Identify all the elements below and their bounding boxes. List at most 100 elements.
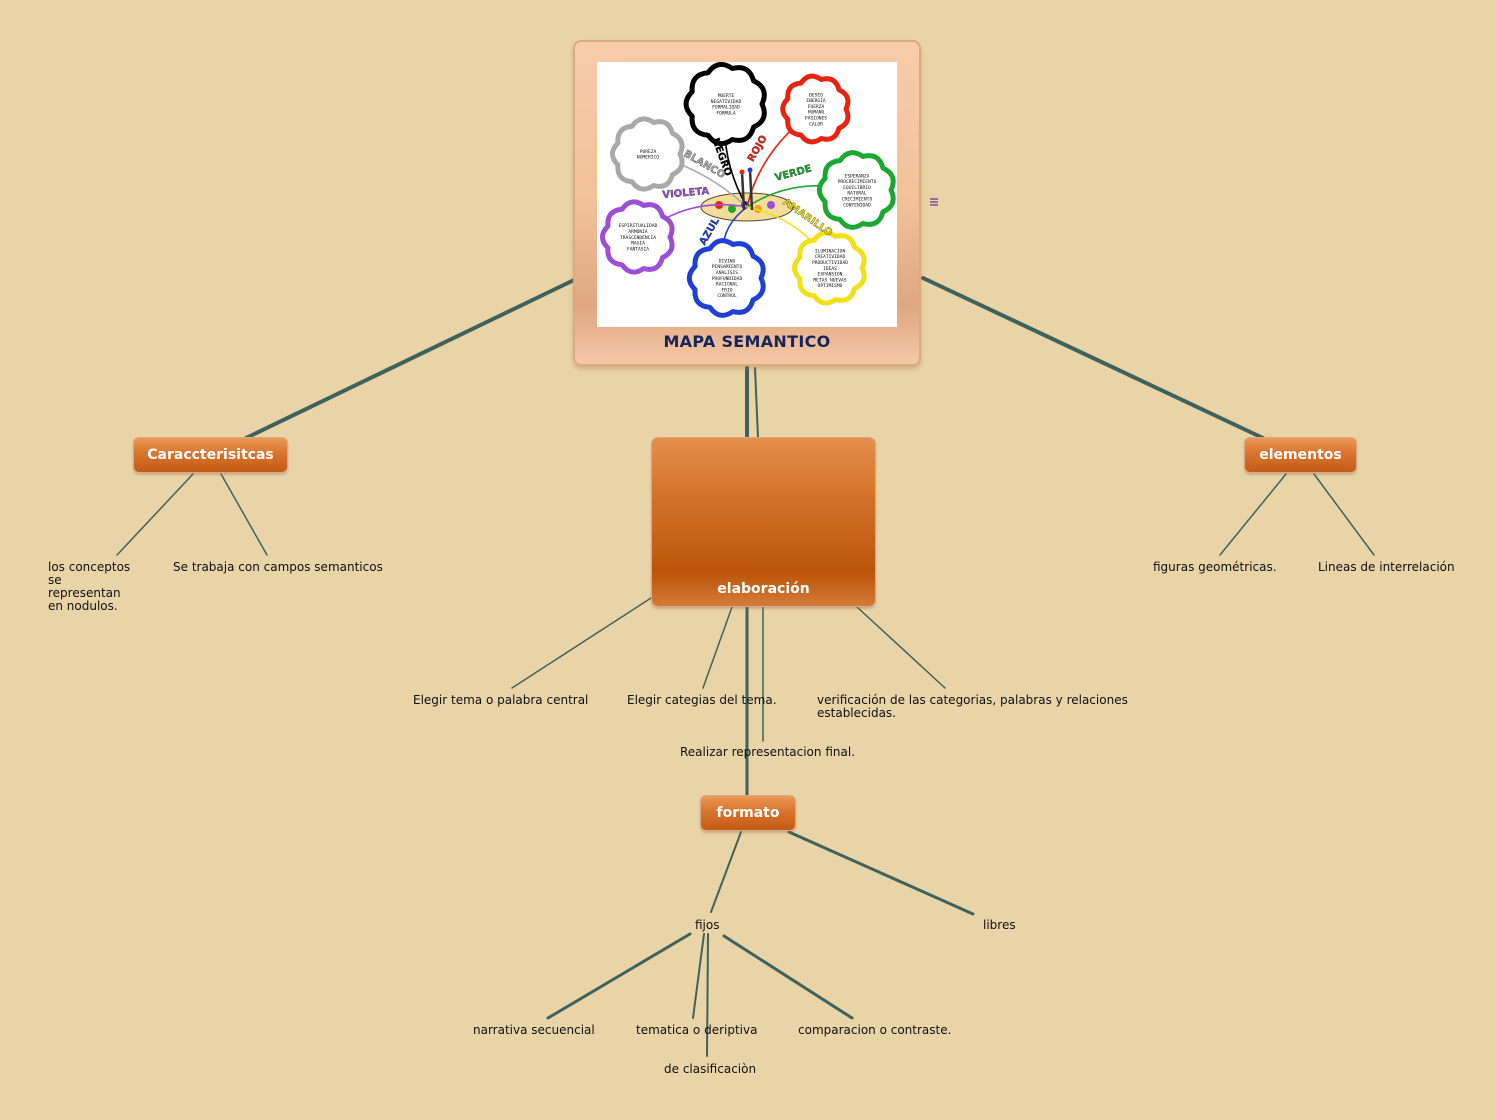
paintbrush-tip <box>747 167 753 173</box>
flower-text: CREATIVIDAD <box>815 254 846 260</box>
link-fijos-tematica <box>692 933 705 1019</box>
flower-shape <box>609 116 685 192</box>
subtopic-campos[interactable]: Se trabaja con campos semanticos <box>173 560 383 574</box>
link-ele-lineas <box>1313 473 1375 556</box>
subtopic-conceptos-line: en nodulos. <box>48 599 118 613</box>
color-branch-verde: ESPERANZAPROCRECIMIENTOEQUILIBRIONATURAL… <box>746 150 896 230</box>
topic-elaboracion-label: elaboración <box>717 581 810 597</box>
flower-text: FANTASIA <box>627 246 649 252</box>
subtopic-narrativa[interactable]: narrativa secuencial <box>473 1023 595 1037</box>
flower-text: NEGATIVIDAD <box>711 99 742 105</box>
subtopic-representacion[interactable]: Realizar representacion final. <box>680 745 855 759</box>
paintbrush <box>748 169 754 211</box>
flower-text: NUMERICO <box>637 155 659 161</box>
flower-shape <box>791 230 867 306</box>
flower-text: PENSAMIENTO <box>712 264 743 270</box>
flower-text: FUERZA <box>808 104 825 110</box>
link-fijos-narrativa <box>546 932 692 1020</box>
flower-text: PASIONES <box>805 116 827 122</box>
link-central-elaboracion-b <box>754 367 759 439</box>
flower-text: TRASCENDENCIA <box>620 235 656 241</box>
paint-dab <box>767 201 775 209</box>
topic-caracteristicas-label: Caraccterisitcas <box>147 447 274 463</box>
flower-text: PUREZA <box>640 149 657 155</box>
topic-caracteristicas[interactable]: Caraccterisitcas <box>133 437 288 473</box>
flower-text: HUMANO <box>808 110 825 116</box>
link-car-conceptos <box>116 473 194 556</box>
flower-text: NATURAL <box>847 191 867 197</box>
subtopic-fijos[interactable]: fijos <box>695 918 720 932</box>
flower-text: MAGIA <box>631 241 645 247</box>
paint-dab <box>728 205 736 213</box>
color-branch-rojo: DESEOENERGIAFUERZAHUMANOPASIONESCALORROJ… <box>746 73 851 208</box>
paintbrush <box>740 171 746 211</box>
subtopic-conceptos-line: los conceptos <box>48 560 131 574</box>
subtopic-conceptos-line: se <box>48 573 62 587</box>
flower-shape <box>599 199 675 275</box>
central-topic-title: MAPA SEMANTICO <box>663 332 831 351</box>
flower-text: MUERTE <box>718 93 735 99</box>
link-fijos-clasificacion <box>706 933 709 1057</box>
note-icon[interactable] <box>929 196 939 208</box>
link-car-campos <box>220 473 268 556</box>
link-fijos-comparacion <box>722 934 854 1020</box>
link-central-caracteristicas <box>244 278 576 440</box>
topic-elaboracion[interactable]: elaboración <box>651 437 876 607</box>
flower-text: FRIO <box>721 287 732 293</box>
flower-text: METAS NUEVAS <box>813 277 846 283</box>
link-central-elementos <box>921 276 1265 440</box>
topic-elementos[interactable]: elementos <box>1244 437 1357 473</box>
flower-text: CALOR <box>809 121 823 127</box>
flower-text: PRODUCTIVIDAD <box>812 260 848 266</box>
subtopic-comparacion[interactable]: comparacion o contraste. <box>798 1023 952 1037</box>
link-elab-tema <box>511 597 652 689</box>
flower-text: ESPERANZA <box>845 173 870 179</box>
flower-shape <box>816 150 896 230</box>
subtopic-categias[interactable]: Elegir categias del tema. <box>627 693 777 707</box>
subtopic-tema[interactable]: Elegir tema o palabra central <box>413 693 589 707</box>
subtopic-verificacion-line: establecidas. <box>817 706 896 720</box>
flower-text: ENERGIA <box>806 98 826 104</box>
flower-text: EXPANSION <box>818 272 843 278</box>
color-branch-azul: DIVINOPENSAMIENTOANALISISPROFUNDIDADRACI… <box>686 206 766 318</box>
flower-text: CONTROL <box>717 293 737 299</box>
flower-text: CONTENIDAD <box>843 202 871 208</box>
flower-text: IDEAS <box>823 266 837 272</box>
flower-text: PROFUNDIDAD <box>712 276 743 282</box>
subtopic-verificacion-line: verificación de las categorias, palabras… <box>817 693 1128 707</box>
branch-label: VERDE <box>774 163 813 183</box>
flower-text: EQUILIBRIO <box>843 185 871 191</box>
paintbrush-tip <box>739 169 745 175</box>
subtopic-tematica[interactable]: tematica o deriptiva <box>636 1023 758 1037</box>
color-branch-violeta: ESPIRITUALIDADARMONIATRASCENDENCIAMAGIAF… <box>599 186 748 275</box>
flower-text: PROCRECIMIENTO <box>838 179 877 185</box>
topic-formato[interactable]: formato <box>700 795 796 831</box>
subtopic-conceptos-line: representan <box>48 586 121 600</box>
flower-text: DESEO <box>809 92 823 98</box>
subtopic-figuras[interactable]: figuras geométricas. <box>1153 560 1277 574</box>
link-elab-verificacion <box>856 606 946 689</box>
subtopic-libres[interactable]: libres <box>983 918 1016 932</box>
flower-shape <box>683 62 767 147</box>
link-ele-figuras <box>1219 473 1287 556</box>
subtopic-verificacion[interactable]: verificación de las categorias, palabras… <box>817 694 1128 720</box>
semantic-map-illustration: MUERTENEGATIVIDADFORMALIDADFORMULANEGROD… <box>599 62 896 318</box>
flower-shape <box>686 238 766 318</box>
flower-text: FORMALIDAD <box>712 105 740 111</box>
subtopic-conceptos[interactable]: los conceptos se representan en nodulos. <box>48 561 130 613</box>
subtopic-lineas[interactable]: Lineas de interrelación <box>1318 560 1455 574</box>
flower-text: ESPIRITUALIDAD <box>619 223 658 229</box>
link-formato-libres <box>787 830 975 916</box>
flower-text: RACIONAL <box>716 282 738 288</box>
flower-text: ANALISIS <box>716 270 738 276</box>
subtopic-clasificacion[interactable]: de clasificaciòn <box>664 1062 757 1076</box>
flower-text: CRECIMIENTO <box>842 197 873 203</box>
link-formato-fijos <box>710 831 742 913</box>
flower-text: ARMONIA <box>628 229 648 235</box>
flower-text: FORMULA <box>716 111 736 117</box>
flower-shape <box>780 73 851 145</box>
